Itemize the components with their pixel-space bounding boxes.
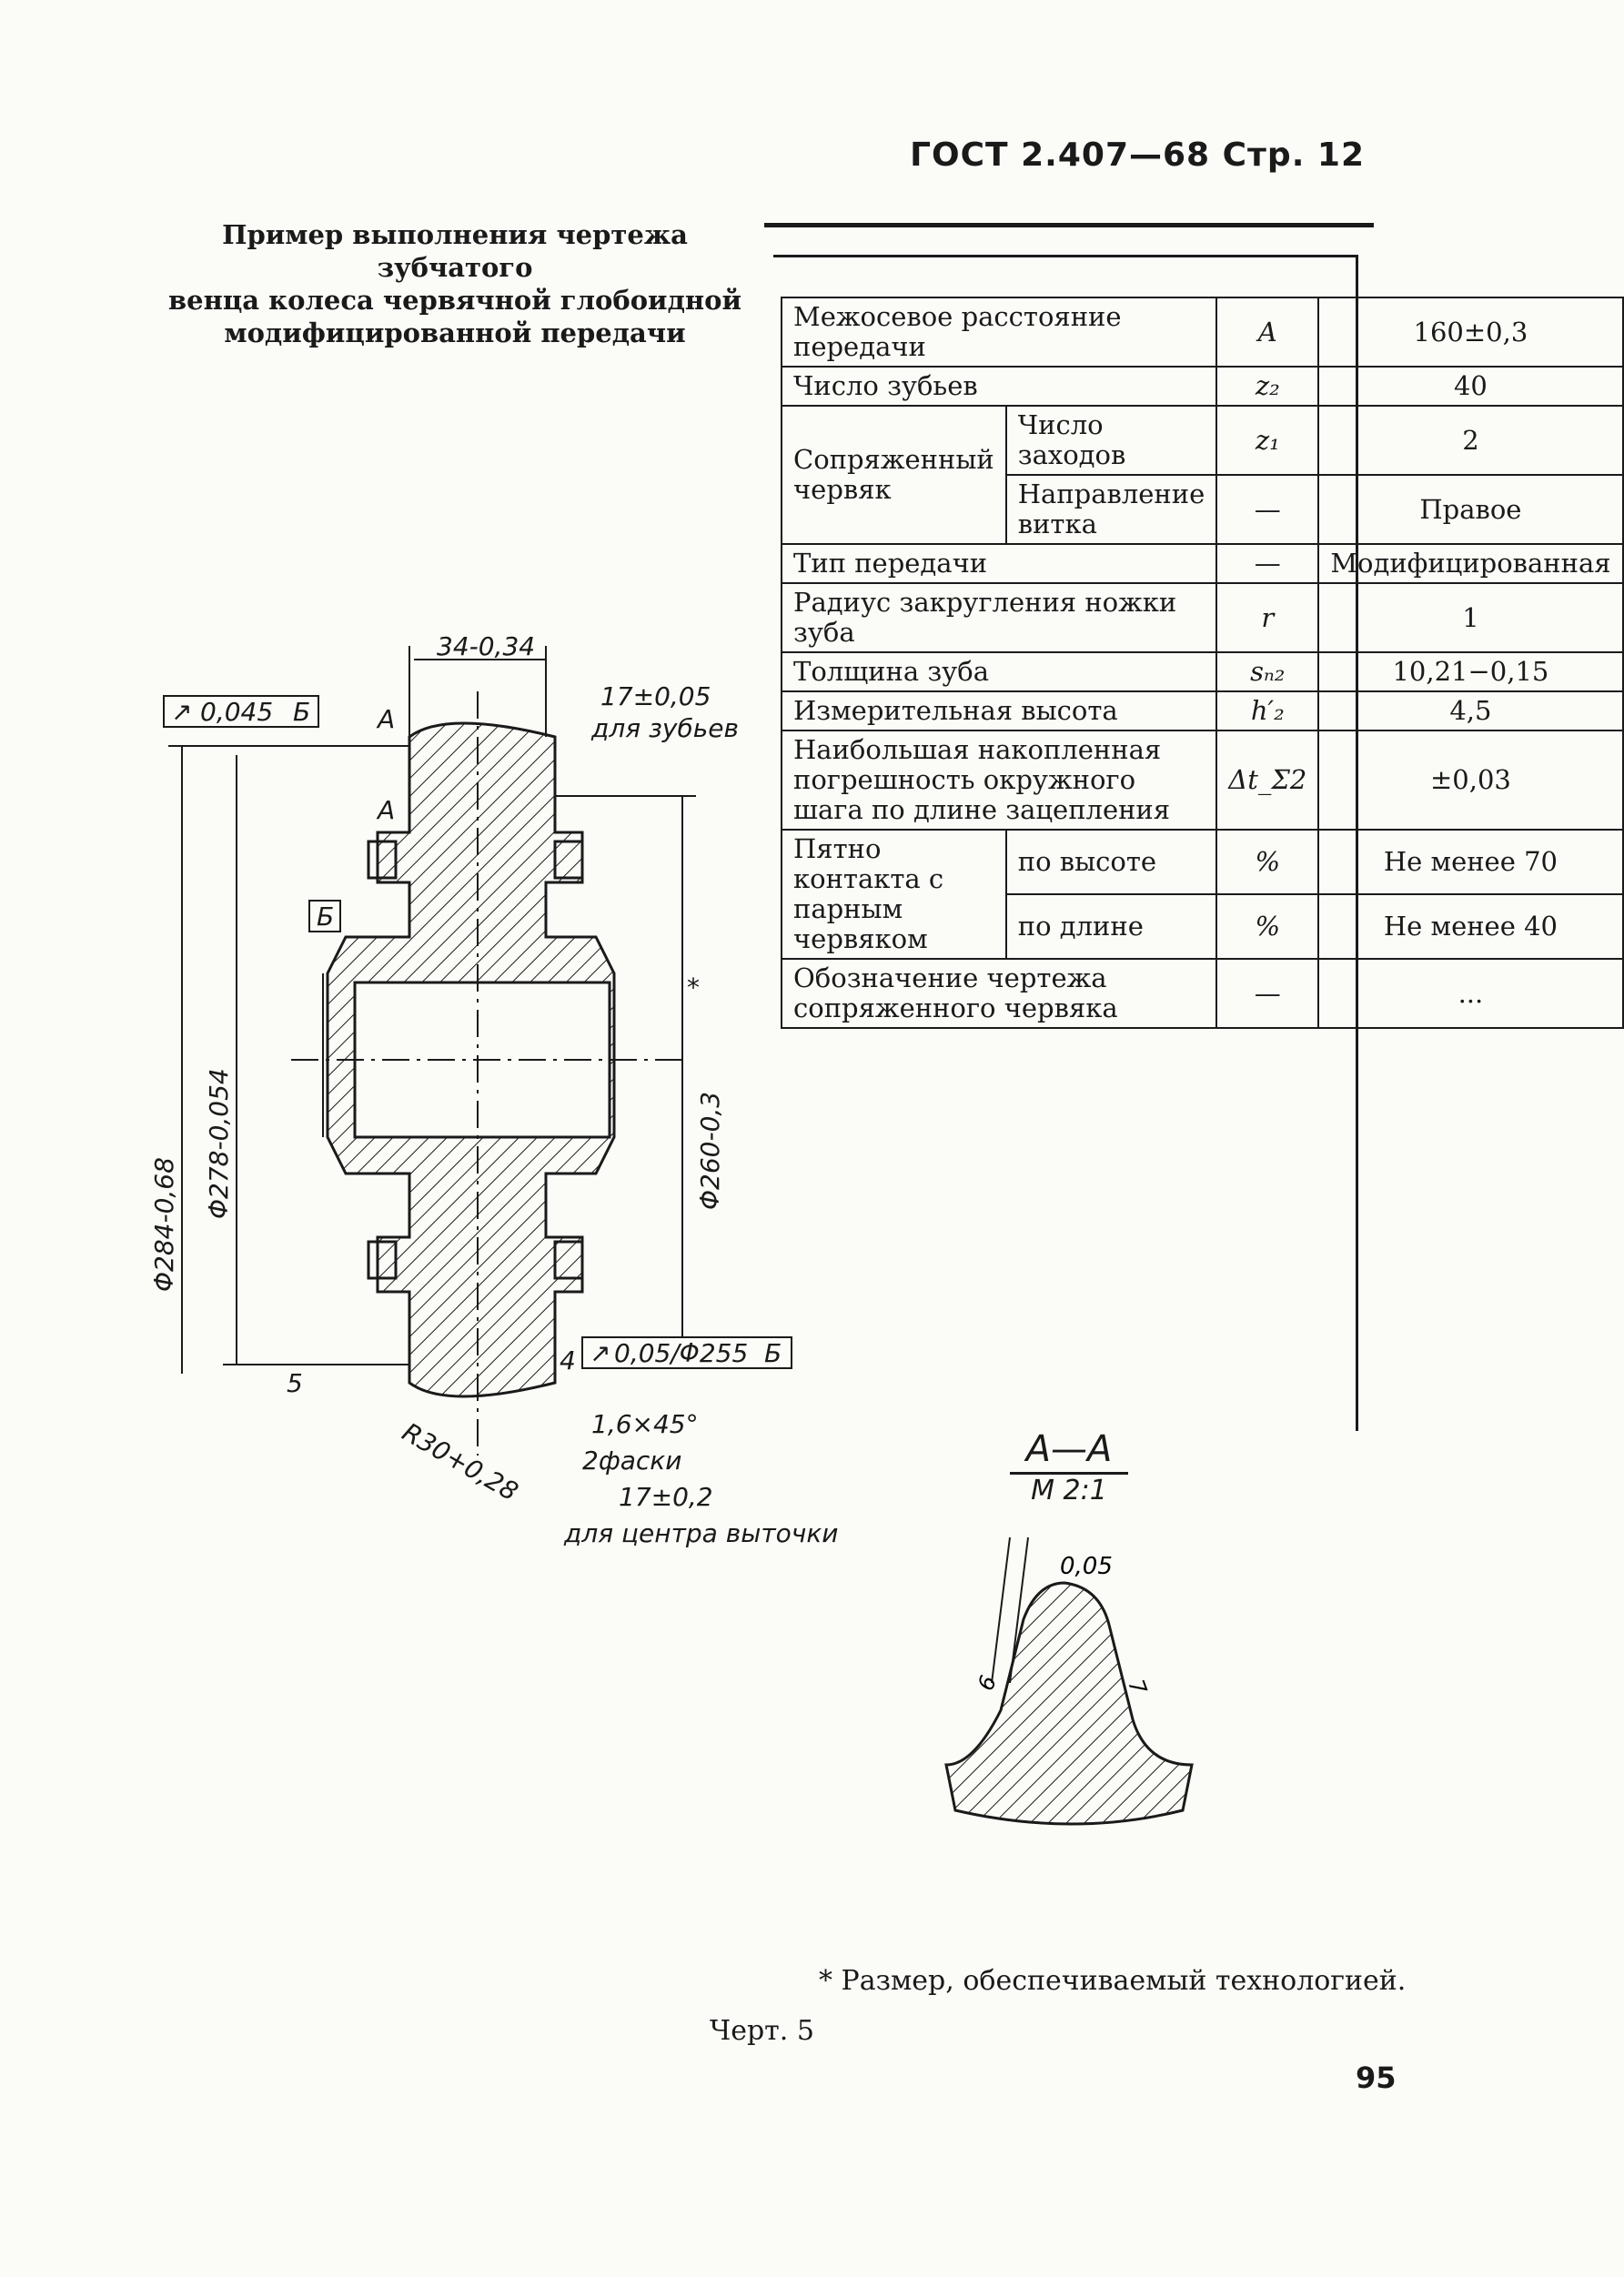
value-cell: 1 — [1317, 582, 1624, 653]
symbol-cell: — — [1215, 543, 1320, 584]
roughness-6: 6 — [973, 1672, 1002, 1694]
gear-rim-drawing: 34-0,34 17±0,05 для зубьев ↗ 0,045 Б Φ28… — [149, 631, 838, 1548]
dim-root-diameter: Φ260-0,3 — [695, 1092, 725, 1210]
section-name: А—А — [1010, 1428, 1128, 1475]
param-cell: Тип передачи — [780, 543, 1218, 584]
param-cell: Число зубьев — [780, 366, 1218, 407]
param-cell: Радиус закругления ножки зуба — [780, 582, 1218, 653]
table-row: Толщина зуба sₙ₂ 10,21−0,15 — [780, 651, 1624, 692]
asterisk: * — [687, 972, 700, 1002]
title-line: Пример выполнения чертежа зубчатого — [222, 219, 688, 283]
roughness-5: 5 — [287, 1368, 303, 1398]
sub-cell: по высоте — [1004, 829, 1218, 895]
dim-tooth-note: для зубьев — [590, 713, 739, 743]
param-cell: Наибольшая накопленная погрешность окруж… — [780, 730, 1218, 831]
bolt-nut-bottom — [553, 1240, 584, 1280]
table-row: Пятно контакта с парным червяком по высо… — [781, 829, 1624, 960]
symbol-cell: z₁ — [1215, 405, 1320, 476]
spec-table: Межосевое расстояние передачи A 160±0,3 … — [780, 297, 1624, 1029]
roughness-4: 4 — [560, 1345, 576, 1375]
section-mark-top: A — [376, 704, 395, 734]
dim-radius: R30+0,28 — [398, 1416, 524, 1506]
dim-outer-diameter: Φ284-0,68 — [149, 1157, 179, 1292]
svg-text:Б: Б — [293, 697, 310, 727]
title-line: венца колеса червячной глобоидной — [168, 285, 741, 316]
symbol-cell: % — [1215, 893, 1320, 960]
title-line: модифицированной передачи — [224, 317, 686, 348]
svg-text:0,05/Φ255: 0,05/Φ255 — [614, 1338, 748, 1368]
param-cell: Обозначение чертежа сопряженного червяка — [780, 958, 1218, 1029]
param-cell: Измерительная высота — [780, 690, 1218, 731]
section-tolerance: 0,05 — [1060, 1553, 1113, 1580]
value-cell: 10,21−0,15 — [1317, 651, 1624, 692]
table-row: Число зубьев z₂ 40 — [780, 366, 1624, 407]
value-cell: 4,5 — [1317, 690, 1624, 731]
value-cell: 160±0,3 — [1317, 297, 1624, 368]
symbol-cell: Δt_Σ2 — [1215, 730, 1320, 831]
value-cell: Правое — [1317, 474, 1624, 545]
table-row: Межосевое расстояние передачи A 160±0,3 — [780, 297, 1624, 368]
table-row: Измерительная высота h′₂ 4,5 — [780, 690, 1624, 731]
section-label: А—А М 2:1 — [1010, 1428, 1128, 1506]
value-cell: ... — [1317, 958, 1624, 1029]
document-header: ГОСТ 2.407—68 Стр. 12 — [910, 136, 1365, 174]
section-mark-bottom: A — [376, 795, 395, 825]
runout-frame-top: ↗ 0,045 Б — [163, 695, 319, 728]
section-scale: М 2:1 — [1031, 1475, 1107, 1506]
table-row: Наибольшая накопленная погрешность окруж… — [780, 730, 1624, 831]
sub-cell: Направление витка — [1004, 474, 1218, 545]
symbol-cell: — — [1215, 958, 1320, 1029]
value-cell: 2 — [1317, 405, 1624, 476]
group-cell: Пятно контакта с парным червяком — [781, 829, 1007, 960]
symbol-cell: A — [1215, 297, 1320, 368]
table-row: Тип передачи — Модифицированная — [780, 543, 1624, 584]
value-cell: Не менее 70 — [1317, 829, 1624, 895]
symbol-cell: r — [1215, 582, 1320, 653]
svg-text:0,045: 0,045 — [200, 697, 273, 727]
value-cell: ±0,03 — [1317, 730, 1624, 831]
runout-frame-bottom: ↗ 0,05/Φ255 Б — [581, 1336, 792, 1369]
dim-center: 17±0,2 — [619, 1482, 713, 1512]
roughness-7: 7 — [1123, 1676, 1152, 1698]
dim-tooth-center: 17±0,05 — [600, 681, 711, 711]
symbol-cell: % — [1215, 829, 1320, 895]
value-cell: 40 — [1317, 366, 1624, 407]
dim-width-top: 34-0,34 — [437, 631, 535, 661]
bolt-head-top — [367, 840, 398, 880]
svg-text:Б: Б — [764, 1338, 782, 1368]
dim-chamfer-note: 2фаски — [582, 1446, 681, 1476]
symbol-cell: — — [1215, 474, 1320, 545]
header-rule — [764, 223, 1374, 227]
symbol-cell: sₙ₂ — [1215, 651, 1320, 692]
footnote: * Размер, обеспечиваемый технологией. — [819, 1965, 1407, 1997]
symbol-cell: z₂ — [1215, 366, 1320, 407]
drawing-title: Пример выполнения чертежа зубчатого венц… — [159, 218, 751, 349]
param-cell: Толщина зуба — [780, 651, 1218, 692]
sub-cell: Число заходов — [1004, 405, 1218, 476]
group-cell: Сопряженный червяк — [781, 405, 1007, 545]
sub-cell: по длине — [1004, 893, 1218, 960]
bolt-head-bottom — [367, 1240, 398, 1280]
svg-text:↗: ↗ — [171, 697, 192, 727]
table-row: Сопряженный червяк Число заходов z₁ 2 — [781, 405, 1624, 545]
dim-throat-diameter: Φ278-0,054 — [204, 1068, 234, 1219]
value-cell: Модифицированная — [1317, 543, 1624, 584]
table-row: по длине % Не менее 40 — [782, 893, 1624, 960]
dim-chamfer: 1,6×45° — [591, 1409, 699, 1439]
svg-text:↗: ↗ — [590, 1338, 610, 1368]
symbol-cell: h′₂ — [1215, 690, 1320, 731]
table-row: Радиус закругления ножки зуба r 1 — [780, 582, 1624, 653]
svg-text:Б: Б — [317, 902, 334, 932]
bolt-nut-top — [553, 840, 584, 880]
dim-center-note: для центра выточки — [563, 1518, 838, 1548]
figure-caption: Черт. 5 — [710, 2015, 814, 2047]
datum-mark: Б — [308, 900, 341, 932]
param-cell: Межосевое расстояние передачи — [780, 297, 1218, 368]
value-cell: Не менее 40 — [1317, 893, 1624, 960]
table-row: Направление витка — Правое — [782, 474, 1624, 545]
page-number: 95 — [1356, 2060, 1397, 2095]
table-row: Обозначение чертежа сопряженного червяка… — [780, 958, 1624, 1029]
tooth-section-detail: 0,05 6 7 — [944, 1536, 1194, 1826]
